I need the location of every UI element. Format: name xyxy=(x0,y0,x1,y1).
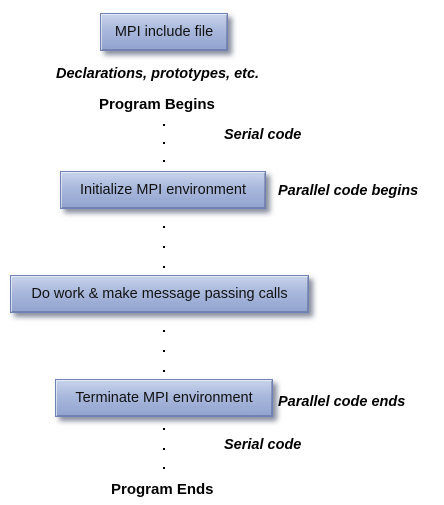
terminate-mpi-environment-box: Terminate MPI environment xyxy=(55,379,273,417)
connector-dot xyxy=(163,246,165,248)
program-begins-label: Program Begins xyxy=(99,96,215,113)
connector-dot xyxy=(163,124,165,126)
program-ends-label: Program Ends xyxy=(111,481,214,498)
connector-dot xyxy=(163,428,165,430)
terminate-mpi-environment-label: Terminate MPI environment xyxy=(75,390,253,406)
parallel-code-begins-label: Parallel code begins xyxy=(278,183,419,199)
mpi-include-file-label: MPI include file xyxy=(114,24,214,40)
do-work-label: Do work & make message passing calls xyxy=(31,286,288,302)
serial-code-bottom-label: Serial code xyxy=(224,437,302,453)
connector-dot xyxy=(163,266,165,268)
mpi-include-file-box: MPI include file xyxy=(100,13,228,51)
connector-dot xyxy=(163,350,165,352)
parallel-code-ends-label: Parallel code ends xyxy=(278,394,406,410)
connector-dot xyxy=(163,330,165,332)
declarations-label: Declarations, prototypes, etc. xyxy=(56,66,260,82)
initialize-mpi-environment-box: Initialize MPI environment xyxy=(60,171,266,209)
connector-dot xyxy=(163,142,165,144)
connector-dot xyxy=(163,226,165,228)
connector-dot xyxy=(163,160,165,162)
connector-dot xyxy=(163,448,165,450)
connector-dot xyxy=(163,467,165,469)
serial-code-top-label: Serial code xyxy=(224,127,302,143)
connector-dot xyxy=(163,370,165,372)
do-work-box: Do work & make message passing calls xyxy=(10,275,309,313)
initialize-mpi-environment-label: Initialize MPI environment xyxy=(79,182,246,198)
